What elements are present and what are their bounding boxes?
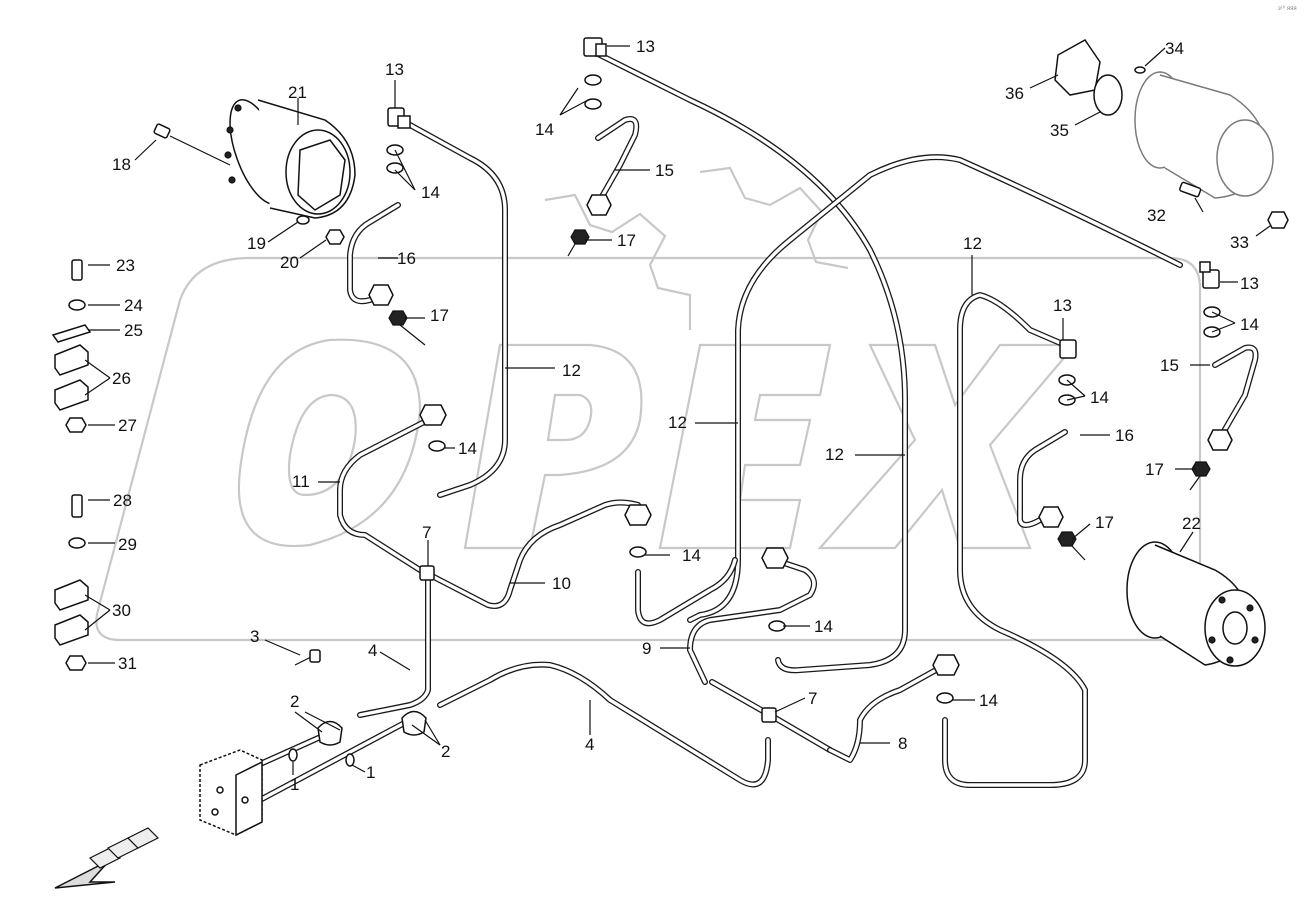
callout-13: 13 <box>636 37 655 56</box>
clamp-kit-upper <box>51 259 92 433</box>
hose-lines <box>255 52 1259 803</box>
callout-14: 14 <box>682 546 701 565</box>
callout-13: 13 <box>385 60 404 79</box>
callout-30: 30 <box>112 601 131 620</box>
callout-22: 22 <box>1182 514 1201 533</box>
drive-motor-21 <box>224 99 356 219</box>
callout-15: 15 <box>655 161 674 180</box>
clamp-2-right <box>401 710 427 736</box>
callout-16: 16 <box>1115 426 1134 445</box>
o-ring-1-right <box>345 753 355 767</box>
hydraulic-valve-block <box>199 749 263 837</box>
callout-21: 21 <box>288 83 307 102</box>
callout-32: 32 <box>1147 206 1166 225</box>
callout-20: 20 <box>280 253 299 272</box>
pipe-14-center <box>635 557 738 627</box>
callout-11: 11 <box>292 472 310 491</box>
callout-14: 14 <box>1090 388 1109 407</box>
bolt-32 <box>1179 181 1202 198</box>
callout-1: 1 <box>290 775 299 794</box>
callout-35: 35 <box>1050 121 1069 140</box>
pipe-15-top <box>595 116 640 203</box>
washer-19 <box>296 215 310 225</box>
callout-13: 13 <box>1240 274 1259 293</box>
seal-rings-14 <box>386 74 1221 704</box>
callout-12: 12 <box>963 234 982 253</box>
callout-2: 2 <box>290 692 299 711</box>
watermark-logo <box>95 166 1202 642</box>
callout-26: 26 <box>112 369 131 388</box>
callout-17: 17 <box>1095 513 1114 532</box>
callout-29: 29 <box>118 535 137 554</box>
tee-fitting-7-right <box>761 707 777 723</box>
callout-14: 14 <box>458 439 477 458</box>
o-ring-1-left <box>288 748 298 762</box>
callout-19: 19 <box>247 234 266 253</box>
callout-10: 10 <box>552 574 571 593</box>
bolt-18 <box>153 123 231 166</box>
callout-12: 12 <box>668 413 687 432</box>
bolt-3 <box>294 649 321 666</box>
callout-18: 18 <box>112 155 131 174</box>
callout-2: 2 <box>441 742 450 761</box>
cover-plate-36 <box>1054 39 1101 96</box>
callout-7: 7 <box>422 523 431 542</box>
clamp-kit-lower <box>54 494 89 671</box>
callout-24: 24 <box>124 296 143 315</box>
callout-33: 33 <box>1230 233 1249 252</box>
nut-33 <box>1267 211 1289 229</box>
elbow-fitting-13-mid <box>1059 339 1077 359</box>
callout-14: 14 <box>1240 315 1259 334</box>
callout-3: 3 <box>250 627 259 646</box>
callout-15: 15 <box>1160 356 1179 375</box>
callout-17: 17 <box>617 231 636 250</box>
callout-9: 9 <box>642 639 651 658</box>
callout-13: 13 <box>1053 296 1072 315</box>
nuts-17 <box>388 229 1211 547</box>
callout-28: 28 <box>113 491 132 510</box>
callout-14: 14 <box>814 617 833 636</box>
callout-17: 17 <box>430 306 449 325</box>
callout-4: 4 <box>368 641 377 660</box>
callout-7: 7 <box>808 689 817 708</box>
pipe-8 <box>827 662 948 763</box>
o-ring-34 <box>1134 66 1146 74</box>
callout-14: 14 <box>535 120 554 139</box>
corner-code: з¹⁰ ᴙᴙᴙ <box>1278 5 1297 12</box>
callout-25: 25 <box>124 321 143 340</box>
motor-top-right <box>1134 71 1274 199</box>
hose-12-top-loop <box>597 52 908 674</box>
tee-fitting-7-left <box>419 565 435 581</box>
elbow-fitting-13-left <box>387 107 411 129</box>
drive-motor-22 <box>1126 541 1266 667</box>
callout-17: 17 <box>1145 460 1164 479</box>
o-ring-35 <box>1093 74 1123 116</box>
callout-12: 12 <box>562 361 581 380</box>
callout-23: 23 <box>116 256 135 275</box>
fittings <box>288 37 1233 767</box>
callout-16: 16 <box>397 249 416 268</box>
elbow-fitting-13-right <box>1199 261 1220 289</box>
callout-4: 4 <box>585 735 594 754</box>
callout-8: 8 <box>898 734 907 753</box>
hex-fittings <box>368 194 1233 676</box>
callout-14: 14 <box>421 183 440 202</box>
callout-27: 27 <box>118 416 137 435</box>
callout-1: 1 <box>366 763 375 782</box>
callout-14: 14 <box>979 691 998 710</box>
nut-20 <box>325 229 345 245</box>
callout-36: 36 <box>1005 84 1024 103</box>
callout-31: 31 <box>118 654 137 673</box>
callout-34: 34 <box>1165 39 1184 58</box>
leader-lines <box>84 45 1271 775</box>
elbow-fitting-13-top <box>583 37 607 57</box>
callout-12: 12 <box>825 445 844 464</box>
callout-labels: 1 1 2 2 3 4 4 7 7 8 9 10 11 12 12 12 12 … <box>112 37 1259 794</box>
direction-arrow <box>54 827 160 889</box>
